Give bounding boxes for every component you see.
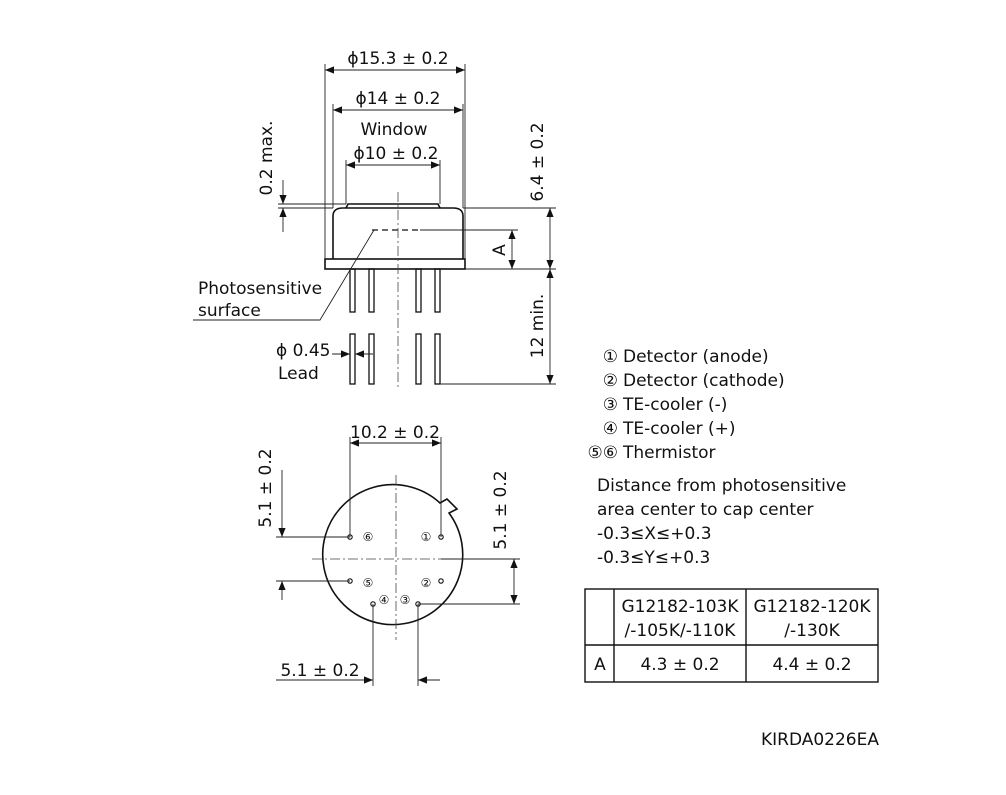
pin-holes — [347, 534, 444, 607]
legend-text-3: TE-cooler (-) — [622, 395, 727, 415]
lead-diameter: ϕ 0.45 — [276, 341, 330, 361]
lead-label: Lead — [278, 364, 319, 384]
dim-left-pin-spacing: 5.1 ± 0.2 — [256, 448, 276, 527]
window-label: Window — [360, 120, 427, 140]
pin-number-4: ④ — [379, 593, 390, 607]
dim-window-diameter: ϕ10 ± 0.2 — [354, 144, 439, 164]
dim-a: A — [490, 244, 510, 256]
document-code: KIRDA0226EA — [761, 730, 879, 750]
dim-lead-length: 12 min. — [528, 294, 548, 359]
table-value-1: 4.3 ± 0.2 — [640, 655, 719, 675]
leads-upper — [349, 268, 441, 313]
photosensitive-label-2: surface — [198, 301, 261, 321]
pin-legend: ① Detector (anode) ② Detector (cathode) … — [588, 347, 785, 463]
table-col2-line1: G12182-120K — [754, 597, 872, 617]
note-line-3: -0.3≤X≤+0.3 — [597, 524, 712, 544]
legend-num-4: ④ — [603, 419, 618, 439]
note-line-1: Distance from photosensitive — [597, 476, 846, 496]
leads-lower — [349, 333, 441, 385]
dim-cap-diameter: ϕ14 ± 0.2 — [356, 89, 441, 109]
pin-number-5: ⑤ — [363, 576, 374, 590]
table-col1-line2: /-105K/-110K — [625, 621, 737, 641]
note-line-4: -0.3≤Y≤+0.3 — [597, 548, 710, 568]
dim-package-height: 6.4 ± 0.2 — [528, 122, 548, 201]
legend-num-1: ① — [603, 347, 618, 367]
photosensitive-leader — [193, 229, 375, 321]
pin-number-2: ② — [421, 576, 432, 590]
dimension-a-table: G12182-103K /-105K/-110K G12182-120K /-1… — [584, 588, 879, 683]
dim-pin-spacing-width: 10.2 ± 0.2 — [350, 423, 440, 443]
pin-number-3: ③ — [400, 593, 411, 607]
pin-number-1: ① — [421, 530, 432, 544]
legend-text-5: Thermistor — [622, 443, 716, 463]
dim-outer-diameter: ϕ15.3 ± 0.2 — [347, 49, 448, 69]
table-value-2: 4.4 ± 0.2 — [772, 655, 851, 675]
note-line-2: area center to cap center — [597, 500, 814, 520]
flange — [324, 258, 466, 270]
table-col1-line1: G12182-103K — [622, 597, 740, 617]
bottom-view: ① ② ③ ④ ⑤ ⑥ 10.2 ± 0.2 5.1 ± 0.2 5.1 ± 0… — [256, 423, 520, 686]
legend-text-1: Detector (anode) — [623, 347, 769, 367]
cap-outline — [332, 207, 464, 259]
dim-right-pin-spacing: 5.1 ± 0.2 — [491, 470, 511, 549]
window-lip — [345, 203, 441, 209]
photosensitive-label-1: Photosensitive — [198, 279, 322, 299]
bottom-view-body — [321, 483, 464, 626]
legend-num-3: ③ — [603, 395, 618, 415]
table-row-label: A — [594, 655, 606, 675]
dim-window-protrusion: 0.2 max. — [257, 121, 277, 196]
table-col2-line2: /-130K — [784, 621, 840, 641]
legend-text-4: TE-cooler (+) — [622, 419, 736, 439]
dim-bottom-pin-spacing: 5.1 ± 0.2 — [280, 661, 359, 681]
side-view: ϕ15.3 ± 0.2 ϕ14 ± 0.2 Window ϕ10 ± 0.2 0… — [193, 49, 556, 390]
center-offset-note: Distance from photosensitive area center… — [597, 476, 846, 568]
pin-number-6: ⑥ — [363, 530, 374, 544]
legend-num-5: ⑤⑥ — [588, 443, 618, 463]
legend-num-2: ② — [603, 371, 618, 391]
legend-text-2: Detector (cathode) — [623, 371, 785, 391]
